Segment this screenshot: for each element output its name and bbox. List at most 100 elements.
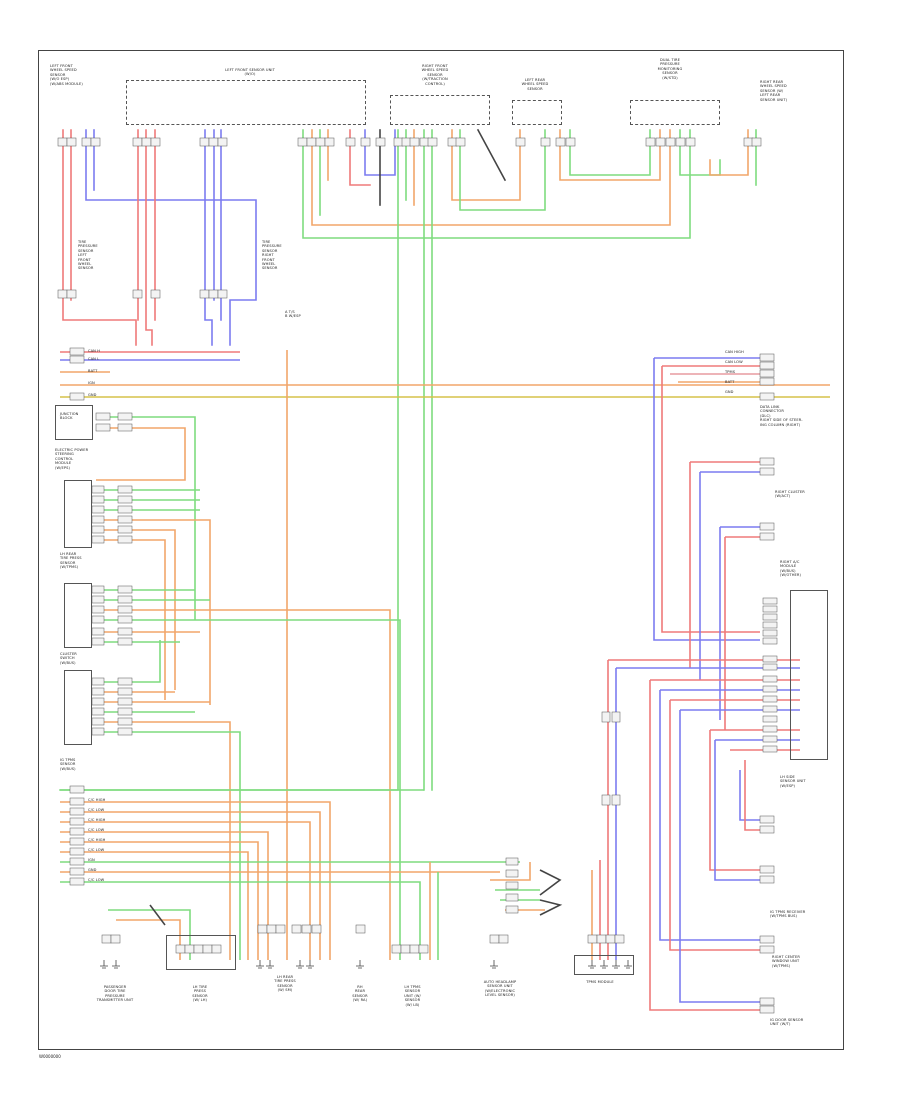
tpms-connector-box	[574, 955, 634, 975]
rbus-label-4: GND	[725, 390, 734, 394]
label-passenger-transmitter: PASSENGER DOOR TIRE PRESSURE TRANSMITTER…	[96, 985, 134, 1003]
wire-rf-red-1	[349, 129, 371, 186]
label-lh-tpms-unit: LH TPMS SENSOR UNIT (W/ SENSOR (W/ LB)	[404, 985, 421, 1007]
wire-lr-black	[476, 128, 507, 182]
label-right-cluster: RIGHT CLUSTER (W/ACT)	[775, 490, 805, 499]
wire-lf-blue-1	[85, 129, 257, 346]
label-junction-block: JUNCTION BLOCK	[60, 412, 79, 421]
bot-label-3: C/C LOW	[88, 828, 105, 832]
bus-label-2: BATT	[88, 369, 98, 373]
bus-label-3: IGN	[88, 381, 95, 385]
lh-orange-1	[96, 609, 391, 960]
wire-rr-orange	[709, 129, 749, 176]
pt-black	[149, 904, 166, 926]
left-front-module-box	[126, 80, 366, 125]
bot-label-5: C/C LOW	[88, 848, 105, 852]
bot-label-2: C/C HIGH	[88, 818, 106, 822]
right-ac-module-box	[790, 590, 828, 760]
dual-tpms-box	[630, 100, 720, 125]
label-lh-rear-sensor-unit: LH REAR TIRE PRESS SENSOR (W/ SM)	[274, 975, 296, 993]
wire-top-orange-1	[311, 129, 671, 226]
bot-label-6: IGN	[88, 858, 95, 862]
ground-symbols	[100, 960, 632, 969]
wire-top-green-1	[302, 129, 691, 239]
lr-red-2	[669, 700, 760, 951]
label-tpms-module: TPMS MODULE	[586, 980, 614, 984]
lh-rear-tpms-box	[64, 583, 92, 648]
bot-orange-1	[60, 801, 331, 960]
bot-orange-2	[60, 811, 321, 960]
bot-label-0: C/C HIGH	[88, 798, 106, 802]
label-ig-tpms-receiver: IG TPMS RECEIVER (W/TPMS BUS)	[770, 910, 806, 919]
rbus-label-0: CAN HIGH	[725, 350, 744, 354]
bot-orange-3	[60, 821, 311, 960]
wire-tpms-green-2	[679, 129, 721, 176]
label-left-front-sensor: LEFT FRONT WHEEL SPEED SENSOR (W/O ESP) …	[50, 64, 83, 86]
label-left-front-module: LEFT FRONT SENSOR UNIT (W/O)	[225, 68, 275, 77]
bot-orange-6	[60, 851, 249, 960]
eps-orange-1	[96, 427, 186, 481]
label-left-rear-sensor: LEFT REAR WHEEL SPEED SENSOR	[521, 78, 549, 91]
label-legend: A T/S B W/ESP	[285, 310, 301, 319]
lr-blue-4	[714, 740, 760, 881]
label-auto-headlamp: AUTO HEADLAMP SENSOR UNIT (W/ELECTRONIC …	[483, 980, 517, 998]
label-rh-rear-sensor: RH REAR SENSOR (W/ RA)	[352, 985, 368, 1003]
wire-mod-blue-1	[204, 129, 213, 346]
diagram-frame	[38, 50, 844, 1050]
label-data-link: DATA LINK CONNECTOR (DLC) RIGHT SIDE OF …	[760, 405, 803, 427]
label-lh-tire-pressure: LH TIRE PRESS SENSOR (W/ LH)	[192, 985, 208, 1003]
lh-green-3	[96, 619, 401, 960]
bot-green-3	[60, 881, 421, 960]
figure-id: W0000000	[39, 1054, 61, 1059]
lr-blue-1	[659, 690, 760, 941]
lr-red-1	[649, 680, 760, 1011]
lr-red-3	[744, 760, 760, 831]
bot-label-1: C/C LOW	[88, 808, 105, 812]
wire-lf-red-1	[62, 129, 137, 346]
rbus-label-1: CAN LOW	[725, 360, 743, 364]
wire-lr-orange	[451, 129, 521, 201]
left-rear-sensor-box	[512, 100, 562, 125]
label-ig-tpms-switch: IG TPMS SENSOR (W/BUS)	[60, 758, 76, 771]
bus-label-0: CAN H	[88, 349, 101, 353]
label-right-ac-module: RIGHT A/C MODULE (W/BUS) (W/OTHER)	[780, 560, 801, 578]
label-right-front-sensor: RIGHT FRONT WHEEL SPEED SENSOR (W/TRACTI…	[421, 64, 449, 86]
right-front-sensor-box	[390, 95, 490, 125]
rbus-label-2: TPMS	[725, 370, 736, 374]
wire-tpms-orange	[559, 129, 661, 181]
bot-orange-5	[60, 841, 259, 960]
rbus-label-3: BATT	[725, 380, 735, 384]
cl-orange-3	[96, 721, 231, 960]
wire-rf-green-bus	[59, 129, 399, 791]
wire-mod-red-2	[145, 129, 153, 346]
eps-orange-2	[96, 519, 211, 705]
bot-orange-4	[60, 831, 269, 960]
label-rf-tsm: TIRE PRESSURE SENSOR RIGHT FRONT WHEEL S…	[262, 240, 282, 271]
bus-label-4: GND	[88, 393, 97, 397]
bot-label-8: C/C LOW	[88, 878, 105, 882]
label-cluster: CLUSTER SWITCH (W/BUS)	[60, 652, 77, 665]
wire-lr-green	[459, 129, 546, 211]
label-eps: ELECTRIC POWER STEERING CONTROL MODULE (…	[55, 448, 89, 470]
label-right-rear-window: RIGHT CENTER WINDOW UNIT (W/TPMS)	[772, 955, 801, 968]
cb-black	[539, 869, 563, 916]
cl-green-1	[96, 640, 161, 683]
lr-blue-3	[739, 770, 760, 821]
bot-label-7: GND	[88, 868, 97, 872]
label-dual-tpms: DUAL TIRE PRESSURE MONITORING SENSOR (W/…	[657, 58, 683, 80]
label-lh-rear-tpms: LH REAR TIRE PRESS SENSOR (W/TPMS)	[60, 552, 82, 570]
label-lh-side-sensor: LH SIDE SENSOR UNIT (W/ESP)	[780, 775, 806, 788]
label-ig-door-sensor: IG DOOR SENSOR UNIT (W/T)	[770, 1018, 804, 1027]
cluster-box	[64, 670, 92, 745]
rbus-blue	[653, 357, 760, 641]
bot-label-4: C/C HIGH	[88, 838, 106, 842]
cl-green-3	[96, 731, 241, 960]
pt-green	[108, 909, 191, 960]
lr-blue-2	[679, 710, 760, 1003]
bus-label-1: CAN L	[88, 357, 100, 361]
rbus-red	[661, 365, 760, 633]
eps-box	[64, 480, 92, 548]
junction-block-box	[55, 405, 93, 440]
cb-orange-2	[490, 862, 531, 881]
